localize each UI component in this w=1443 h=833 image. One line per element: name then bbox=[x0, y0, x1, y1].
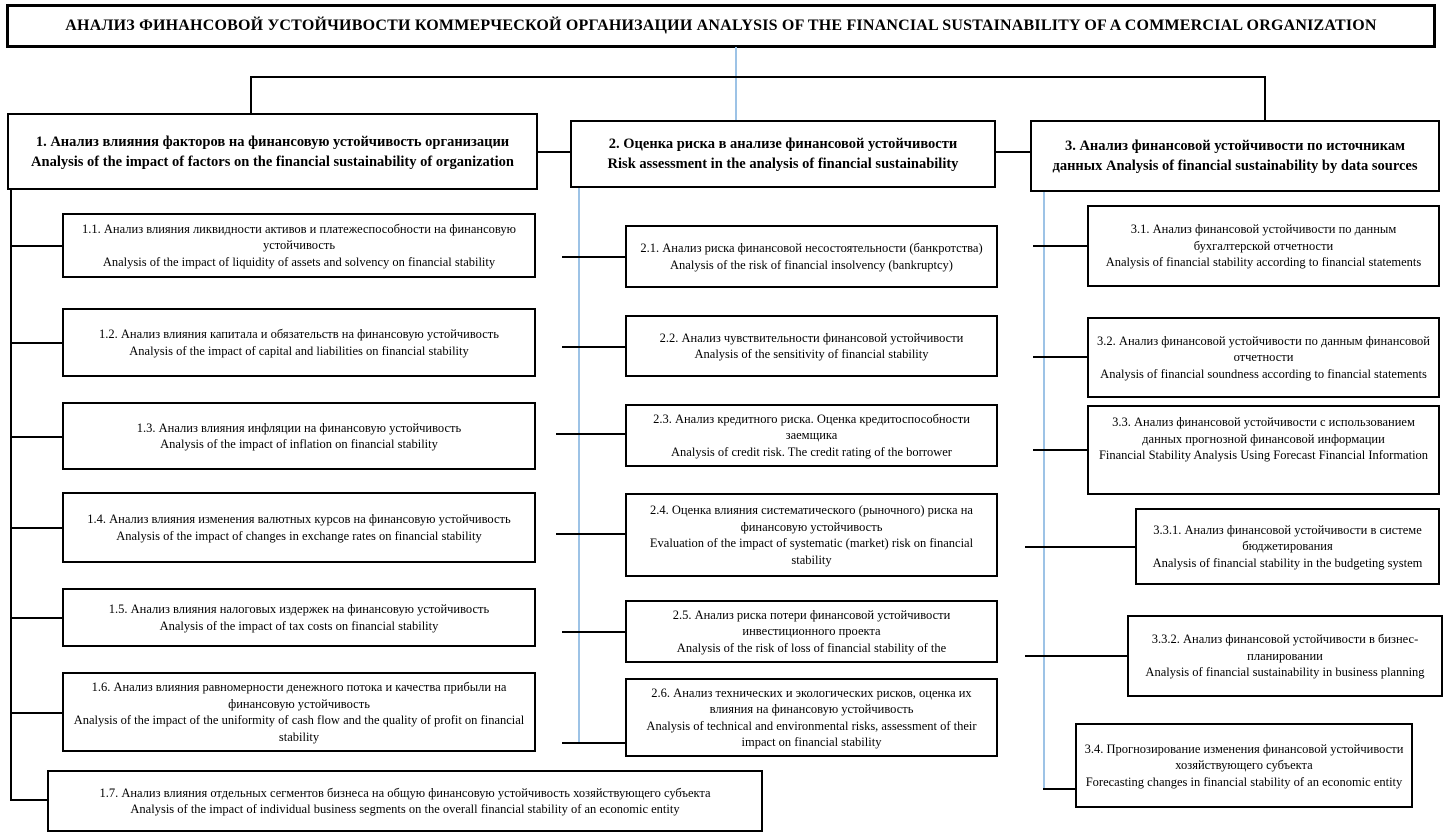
box-3-4: 3.4. Прогнозирование изменения финансово… bbox=[1075, 723, 1413, 808]
box-3-3-1-en: Analysis of financial stability in the b… bbox=[1152, 555, 1423, 570]
box-3-3-ru: 3.3. Анализ финансовой устойчивости с ис… bbox=[1112, 415, 1415, 446]
box-1-4: 1.4. Анализ влияния изменения валютных к… bbox=[62, 492, 536, 563]
box-3-2-en: Analysis of financial soundness accordin… bbox=[1100, 366, 1427, 381]
box-1-2-en: Analysis of the impact of capital and li… bbox=[129, 343, 469, 358]
box-3-3-en: Financial Stability Analysis Using Forec… bbox=[1098, 448, 1429, 462]
box-1-3: 1.3. Анализ влияния инфляции на финансов… bbox=[62, 402, 536, 470]
branch2-stub-2-2 bbox=[562, 346, 625, 348]
box-3-4-en: Forecasting changes in financial stabili… bbox=[1085, 774, 1403, 789]
branch1-header: 1. Анализ влияния факторов на финансовую… bbox=[7, 113, 538, 190]
connector-top-left-drop bbox=[250, 76, 252, 113]
box-3-3: 3.3. Анализ финансовой устойчивости с ис… bbox=[1087, 405, 1440, 495]
connector-title-to-branch2 bbox=[735, 47, 737, 120]
box-1-1-en: Analysis of the impact of liquidity of a… bbox=[102, 254, 496, 269]
branch1-stub-1-2 bbox=[10, 342, 62, 344]
diagram-title: АНАЛИЗ ФИНАНСОВОЙ УСТОЙЧИВОСТИ КОММЕРЧЕС… bbox=[6, 4, 1436, 48]
box-2-3-en: Analysis of credit risk. The credit rati… bbox=[671, 444, 952, 459]
box-1-5-ru: 1.5. Анализ влияния налоговых издержек н… bbox=[108, 602, 490, 616]
branch2-stub-2-5 bbox=[562, 631, 625, 633]
box-1-5-en: Analysis of the impact of tax costs on f… bbox=[159, 618, 439, 633]
branch2-spine bbox=[578, 188, 580, 744]
branch3-stub-3-4 bbox=[1043, 788, 1075, 790]
box-2-4: 2.4. Оценка влияния систематического (ры… bbox=[625, 493, 998, 577]
box-1-4-ru: 1.4. Анализ влияния изменения валютных к… bbox=[87, 512, 511, 526]
connector-branch2-branch3 bbox=[995, 151, 1030, 153]
branch1-stub-1-5 bbox=[10, 617, 62, 619]
box-3-3-2: 3.3.2. Анализ финансовой устойчивости в … bbox=[1127, 615, 1443, 697]
box-2-6: 2.6. Анализ технических и экологических … bbox=[625, 678, 998, 757]
box-1-3-en: Analysis of the impact of inflation on f… bbox=[160, 437, 438, 451]
connector-top-horizontal bbox=[250, 76, 1266, 78]
box-2-3-ru: 2.3. Анализ кредитного риска. Оценка кре… bbox=[653, 411, 970, 443]
box-1-7-ru: 1.7. Анализ влияния отдельных сегментов … bbox=[99, 785, 711, 800]
branch2-stub-2-4 bbox=[556, 533, 625, 535]
box-1-6-ru: 1.6. Анализ влияния равномерности денежн… bbox=[91, 680, 507, 711]
branch2-stub-2-1 bbox=[562, 256, 625, 258]
box-1-1: 1.1. Анализ влияния ликвидности активов … bbox=[62, 213, 536, 278]
connector-branch1-branch2 bbox=[538, 151, 570, 153]
branch3-stub-3-3-1 bbox=[1025, 546, 1135, 548]
box-3-3-2-en: Analysis of financial sustainability in … bbox=[1145, 665, 1425, 680]
box-1-1-ru: 1.1. Анализ влияния ликвидности активов … bbox=[82, 221, 516, 253]
box-1-6-en: Analysis of the impact of the uniformity… bbox=[73, 713, 525, 744]
branch3-spine bbox=[1043, 192, 1045, 790]
box-3-2: 3.2. Анализ финансовой устойчивости по д… bbox=[1087, 317, 1440, 398]
box-3-4-ru: 3.4. Прогнозирование изменения финансово… bbox=[1084, 741, 1404, 773]
branch1-stub-1-6 bbox=[10, 712, 62, 714]
connector-top-right-drop bbox=[1264, 76, 1266, 120]
box-1-3-ru: 1.3. Анализ влияния инфляции на финансов… bbox=[136, 420, 462, 435]
box-2-1-en: Analysis of the risk of financial insolv… bbox=[670, 257, 953, 272]
branch1-header-ru: 1. Анализ влияния факторов на финансовую… bbox=[35, 133, 510, 150]
branch1-stub-1-4 bbox=[10, 527, 62, 529]
box-3-3-1: 3.3.1. Анализ финансовой устойчивости в … bbox=[1135, 508, 1440, 585]
branch3-stub-3-3 bbox=[1033, 449, 1087, 451]
box-2-1-ru: 2.1. Анализ риска финансовой несостоятел… bbox=[640, 241, 983, 255]
box-1-4-en: Analysis of the impact of changes in exc… bbox=[116, 528, 482, 543]
box-1-7: 1.7. Анализ влияния отдельных сегментов … bbox=[47, 770, 763, 832]
box-2-4-ru: 2.4. Оценка влияния систематического (ры… bbox=[650, 503, 973, 534]
box-3-3-2-ru: 3.3.2. Анализ финансовой устойчивости в … bbox=[1151, 632, 1419, 663]
branch2-stub-2-6 bbox=[562, 742, 625, 744]
branch2-header: 2. Оценка риска в анализе финансовой уст… bbox=[570, 120, 996, 188]
branch2-header-ru: 2. Оценка риска в анализе финансовой уст… bbox=[608, 136, 958, 152]
box-2-2-en: Analysis of the sensitivity of financial… bbox=[694, 347, 929, 361]
box-3-1: 3.1. Анализ финансовой устойчивости по д… bbox=[1087, 205, 1440, 287]
box-3-3-1-ru: 3.3.1. Анализ финансовой устойчивости в … bbox=[1153, 522, 1422, 554]
branch3-stub-3-1 bbox=[1033, 245, 1087, 247]
branch1-stub-1-7 bbox=[10, 799, 47, 801]
box-2-3: 2.3. Анализ кредитного риска. Оценка кре… bbox=[625, 404, 998, 467]
branch3-stub-3-2 bbox=[1033, 356, 1087, 358]
box-2-4-en: Evaluation of the impact of systematic (… bbox=[649, 536, 974, 567]
box-2-1: 2.1. Анализ риска финансовой несостоятел… bbox=[625, 225, 998, 288]
box-2-5: 2.5. Анализ риска потери финансовой усто… bbox=[625, 600, 998, 663]
box-1-2: 1.2. Анализ влияния капитала и обязатель… bbox=[62, 308, 536, 377]
box-2-2-ru: 2.2. Анализ чувствительности финансовой … bbox=[659, 330, 964, 345]
branch3-header: 3. Анализ финансовой устойчивости по ист… bbox=[1030, 120, 1440, 192]
branch1-stub-1-1 bbox=[10, 245, 62, 247]
branch1-header-en: Analysis of the impact of factors on the… bbox=[31, 153, 514, 170]
box-2-6-en: Analysis of technical and environmental … bbox=[646, 718, 977, 750]
box-2-5-en: Analysis of the risk of loss of financia… bbox=[676, 640, 947, 655]
branch3-stub-3-3-2 bbox=[1025, 655, 1127, 657]
box-3-1-en: Analysis of financial stability accordin… bbox=[1105, 255, 1422, 270]
box-1-6: 1.6. Анализ влияния равномерности денежн… bbox=[62, 672, 536, 752]
box-3-1-ru: 3.1. Анализ финансовой устойчивости по д… bbox=[1130, 222, 1397, 253]
branch2-header-en: Risk assessment in the analysis of finan… bbox=[607, 156, 959, 172]
branch3-header-text: 3. Анализ финансовой устойчивости по ист… bbox=[1052, 138, 1418, 174]
box-3-2-ru: 3.2. Анализ финансовой устойчивости по д… bbox=[1097, 333, 1430, 365]
box-1-5: 1.5. Анализ влияния налоговых издержек н… bbox=[62, 588, 536, 647]
box-1-2-ru: 1.2. Анализ влияния капитала и обязатель… bbox=[99, 327, 499, 341]
box-2-2: 2.2. Анализ чувствительности финансовой … bbox=[625, 315, 998, 377]
box-1-7-en: Analysis of the impact of individual bus… bbox=[130, 802, 680, 816]
branch1-stub-1-3 bbox=[10, 436, 62, 438]
branch2-stub-2-3 bbox=[556, 433, 625, 435]
box-2-5-ru: 2.5. Анализ риска потери финансовой усто… bbox=[672, 607, 951, 639]
branch1-spine bbox=[10, 190, 12, 801]
box-2-6-ru: 2.6. Анализ технических и экологических … bbox=[651, 685, 972, 717]
